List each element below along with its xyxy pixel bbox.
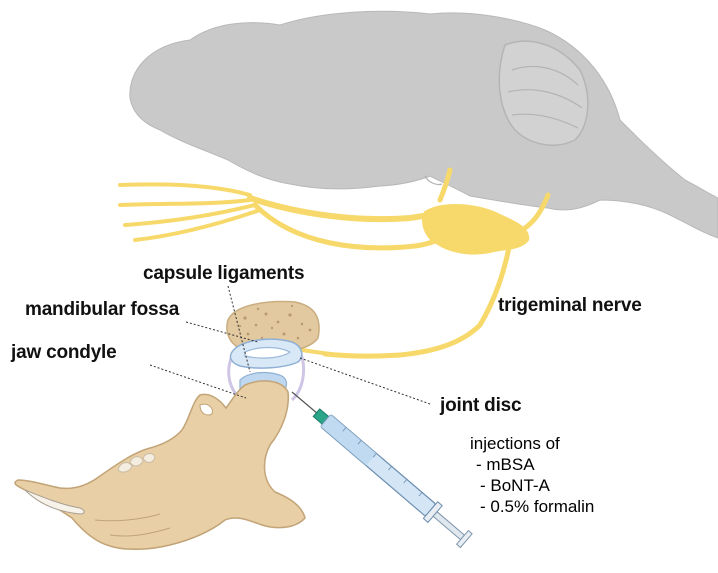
molar-teeth <box>117 453 156 473</box>
mandible <box>14 380 306 550</box>
trigeminal-ganglion <box>422 203 530 255</box>
injection-item-mbsa: - mBSA <box>476 455 535 474</box>
leader-capsule <box>227 285 251 373</box>
injection-item-formalin: - 0.5% formalin <box>480 497 595 516</box>
leader-fossa <box>185 321 259 343</box>
temporal-bone <box>226 300 320 352</box>
mandibular-fossa-label: mandibular fossa <box>25 299 180 320</box>
incisor-tooth <box>24 489 85 515</box>
syringe <box>291 391 473 549</box>
leader-condyle <box>149 364 247 399</box>
trigeminal-nerve <box>118 167 551 359</box>
injections-title: injections of <box>470 434 560 453</box>
brain <box>129 10 718 239</box>
syringe-plunger <box>432 511 466 541</box>
injection-item-bont-a: - BoNT-A <box>480 476 550 495</box>
jaw-condyle-label: jaw condyle <box>11 342 117 363</box>
injections-list: injections of - mBSA - BoNT-A - 0.5% for… <box>470 433 594 517</box>
leader-lines <box>149 285 431 405</box>
joint-disc-label: joint disc <box>440 395 522 416</box>
capsule-ligaments-label: capsule ligaments <box>143 263 305 284</box>
trigeminal-nerve-label: trigeminal nerve <box>498 295 642 316</box>
leader-disc <box>299 357 431 405</box>
